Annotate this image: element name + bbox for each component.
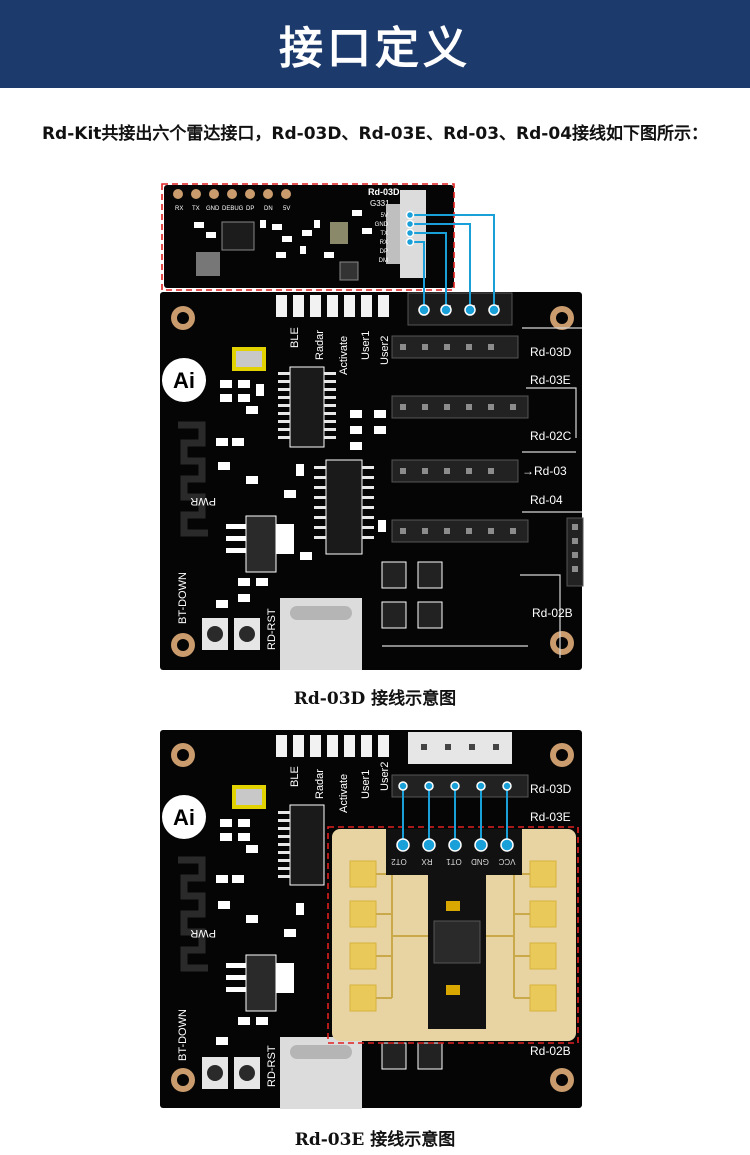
pin-5v: 5V <box>283 206 290 212</box>
module-top-pads <box>173 189 291 199</box>
rd03d-wiring-figure: Ai BLE Radar Activate User1 User2 PWR <box>0 180 750 675</box>
module-pin-vcc: VCC <box>498 857 515 866</box>
rd03d-module <box>164 185 454 288</box>
pcb-antenna <box>178 421 208 537</box>
side-pin-dm: DM <box>379 258 388 264</box>
module-pin-ot1: OT1 <box>446 857 462 866</box>
silk-user2: User2 <box>379 336 391 365</box>
silk-activate: Activate <box>338 336 350 375</box>
page-title: 接口定义 <box>279 23 471 74</box>
pcb-antenna <box>178 856 208 972</box>
pin-dn: DN <box>264 206 273 212</box>
side-pin-tx: TX <box>380 231 388 237</box>
silk-activate: Activate <box>338 774 350 813</box>
module-name: Rd-03D <box>368 187 400 197</box>
pin-gnd: GND <box>206 206 220 212</box>
rd03e-wiring-figure: Ai BLE Radar Activate User1 User2 PWR BT… <box>0 725 750 1115</box>
side-pin-dp: DP <box>380 249 388 255</box>
silk-ble: BLE <box>289 766 301 787</box>
smd-components <box>216 380 386 608</box>
side-pin-rx: RX <box>380 240 388 246</box>
port-label-rd03d: Rd-03D <box>530 345 572 359</box>
rst-button <box>202 1057 260 1089</box>
silk-radar: Radar <box>314 330 326 360</box>
module-pin-rx: RX <box>421 857 433 866</box>
port-label-rd02c: Rd-02C <box>530 429 572 443</box>
module-pin-gnd: GND <box>471 857 489 866</box>
wire-dots <box>396 781 514 852</box>
voltage-regulator <box>245 954 277 1012</box>
figure1-caption: Rd-03D 接线示意图 <box>293 689 457 709</box>
silk-ble: BLE <box>289 327 301 348</box>
intro-text: Rd-Kit共接出六个雷达接口，Rd-03D、Rd-03E、Rd-03、Rd-0… <box>41 124 709 144</box>
pin-debug: DEBUG <box>222 206 244 212</box>
led-row <box>276 735 389 757</box>
module-chip <box>221 221 255 251</box>
module-pin-ot2: OT2 <box>391 857 407 866</box>
silk-bt-down: BT-DOWN <box>177 1009 189 1061</box>
port-label-rd04: Rd-04 <box>530 493 563 507</box>
silk-pwr: PWR <box>190 927 216 939</box>
connection-wires <box>410 214 495 310</box>
ai-logo <box>162 795 206 839</box>
silk-bt-down: BT-DOWN <box>177 572 189 624</box>
port-label-rd03d: Rd-03D <box>530 782 572 796</box>
header-banner: 接口定义 <box>0 0 750 88</box>
silk-pwr: PWR <box>190 495 216 507</box>
led-row <box>276 295 389 317</box>
pin-dp: DP <box>246 206 254 212</box>
transistor-group <box>381 561 443 629</box>
silk-user1: User1 <box>360 770 372 799</box>
ic-chip <box>289 804 325 886</box>
figure2-caption: Rd-03E 接线示意图 <box>294 1130 456 1150</box>
ic-chip <box>289 366 325 448</box>
ic-chip-large <box>325 459 363 555</box>
module-dashed-outline <box>161 183 455 291</box>
port-label-rd02b: Rd-02B <box>530 1044 571 1058</box>
port-label-rd03e: Rd-03E <box>530 810 571 824</box>
wire-dots <box>405 210 500 316</box>
pin-header-rd03d <box>391 335 584 587</box>
module-dashed-outline <box>327 826 579 1044</box>
silk-radar: Radar <box>314 769 326 799</box>
voltage-regulator <box>245 515 277 573</box>
logo-text: Ai <box>173 805 195 830</box>
side-pin-gnd: GND <box>375 222 389 228</box>
ai-logo <box>162 358 206 402</box>
smd-components <box>216 819 304 1045</box>
patch-antennas <box>349 860 557 1012</box>
pin-tx: TX <box>192 206 200 212</box>
connection-wires <box>402 786 508 843</box>
side-pin-5v: 5V <box>381 213 388 219</box>
logo-text: Ai <box>173 368 195 393</box>
silk-user1: User1 <box>360 331 372 360</box>
module-chip <box>433 920 481 964</box>
module-code: G331 <box>370 199 390 208</box>
main-board <box>160 292 582 670</box>
port-label-rd02b: Rd-02B <box>532 606 573 620</box>
port-label-rd03: →Rd-03 <box>522 464 567 478</box>
silk-user2: User2 <box>379 762 391 791</box>
pin-rx: RX <box>175 206 183 212</box>
port-label-rd03e: Rd-03E <box>530 373 571 387</box>
rst-button <box>202 618 260 650</box>
silk-rd-rst: RD-RST <box>266 1045 278 1087</box>
silk-rd-rst: RD-RST <box>266 608 278 650</box>
pin-header-rd03d <box>391 774 529 798</box>
